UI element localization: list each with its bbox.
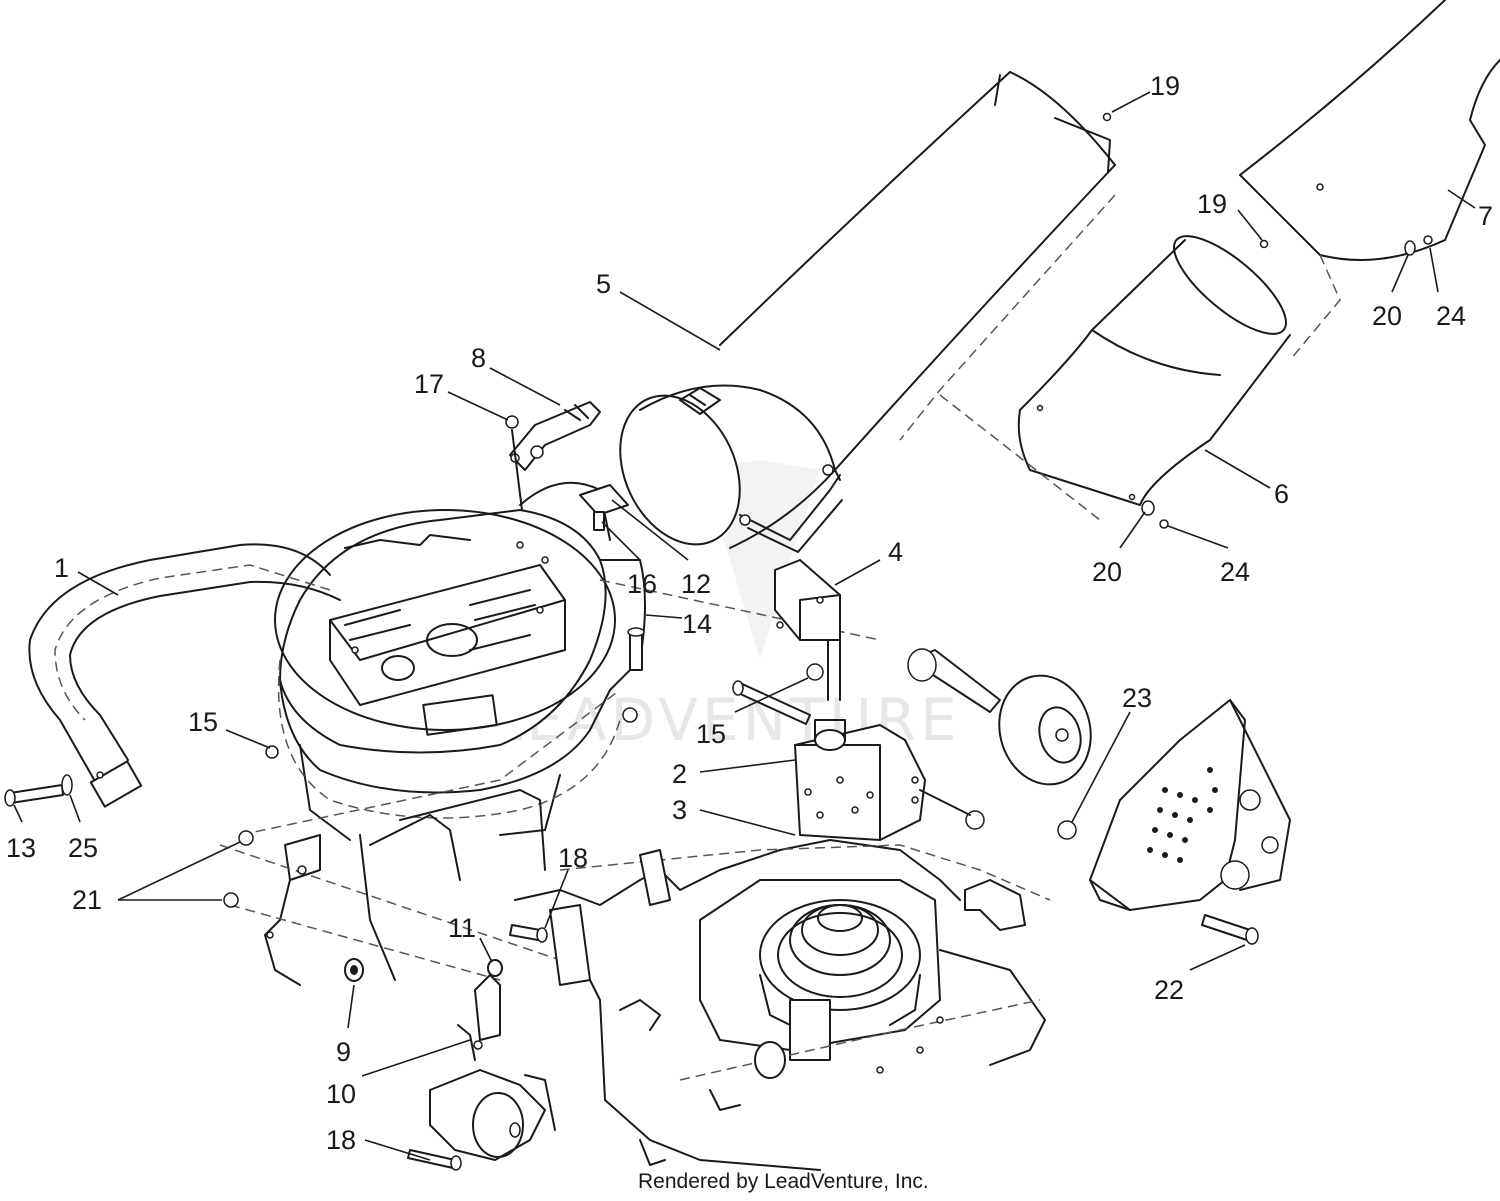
callout-14: 14 — [682, 609, 712, 639]
part-5-discharge-tube — [619, 71, 1116, 553]
part-17-nut — [505, 415, 523, 511]
part-19-pin-upper — [1102, 112, 1112, 122]
part-23-nut — [1057, 820, 1077, 840]
callout-15-b: 15 — [696, 719, 726, 749]
footer-credit: Rendered by LeadVenture, Inc. — [638, 1170, 929, 1193]
callout-25: 25 — [68, 833, 98, 863]
callout-20-b: 20 — [1092, 557, 1122, 587]
callout-24-a: 24 — [1436, 301, 1466, 331]
callout-labels: 19 7 19 20 24 5 8 17 6 20 24 4 1 16 12 1… — [6, 71, 1493, 1155]
part-13-bolt — [4, 784, 64, 807]
callout-9: 9 — [336, 1037, 351, 1067]
callout-18-b: 18 — [326, 1125, 356, 1155]
callout-4: 4 — [888, 537, 903, 567]
callout-11: 11 — [448, 913, 476, 943]
part-24-nut-lower — [1159, 519, 1169, 529]
adjust-holes — [1147, 767, 1218, 863]
callout-23: 23 — [1122, 683, 1152, 713]
callout-7: 7 — [1478, 201, 1493, 231]
part-1-handle-frame — [28, 543, 341, 808]
callout-13: 13 — [6, 833, 36, 863]
callout-12: 12 — [681, 569, 711, 599]
roller-assembly — [429, 1069, 556, 1161]
part-7-upper-tube — [1239, 0, 1500, 361]
part-9-spacer — [344, 958, 364, 982]
part-22-bolt — [1201, 914, 1259, 945]
leader-lines — [13, 91, 1476, 1161]
mount-frame — [219, 689, 621, 986]
part-20-washer-lower — [1141, 500, 1155, 516]
part-2-mount-plate — [794, 719, 926, 841]
callout-20-a: 20 — [1372, 301, 1402, 331]
callout-19-a: 19 — [1150, 71, 1180, 101]
blower-housing — [274, 481, 881, 841]
part-18-bolt-upper — [509, 924, 548, 943]
part-21-nuts — [223, 830, 254, 908]
callout-18-a: 18 — [558, 843, 588, 873]
part-15-bolt-right — [732, 663, 824, 725]
callout-15-a: 15 — [188, 707, 218, 737]
callout-3: 3 — [672, 795, 687, 825]
part-25-washer — [61, 774, 73, 796]
part-15-nut-left — [265, 745, 279, 759]
part-14-bolt — [627, 627, 645, 671]
part-19-pin-lower — [1259, 239, 1269, 249]
callout-1: 1 — [54, 553, 69, 583]
part-24-nut-upper — [1423, 235, 1433, 245]
callout-2: 2 — [672, 759, 687, 789]
part-3-hardware-nut — [911, 776, 985, 830]
part-10-link — [457, 1024, 483, 1061]
callout-8: 8 — [471, 343, 486, 373]
callout-19-b: 19 — [1197, 189, 1227, 219]
part-16-pin — [593, 511, 605, 531]
callout-10: 10 — [326, 1079, 356, 1109]
part-20-washer-upper — [1404, 240, 1416, 256]
callout-16: 16 — [627, 569, 657, 599]
part-6-tube-section — [939, 235, 1291, 521]
mower-deck — [514, 839, 1051, 1171]
part-4-bracket — [774, 559, 841, 701]
part-11-pivot — [474, 959, 503, 1041]
part-12-plate — [579, 484, 629, 516]
wheel-assembly — [907, 648, 1092, 786]
callout-5: 5 — [596, 269, 611, 299]
callout-21: 21 — [72, 885, 102, 915]
callout-17: 17 — [414, 369, 444, 399]
callout-24-b: 24 — [1220, 557, 1250, 587]
part-8-latch — [509, 401, 601, 471]
callout-6: 6 — [1274, 479, 1289, 509]
height-adjust-plate — [1089, 699, 1291, 911]
part-18-bolt-lower — [407, 1149, 462, 1171]
callout-22: 22 — [1154, 975, 1184, 1005]
